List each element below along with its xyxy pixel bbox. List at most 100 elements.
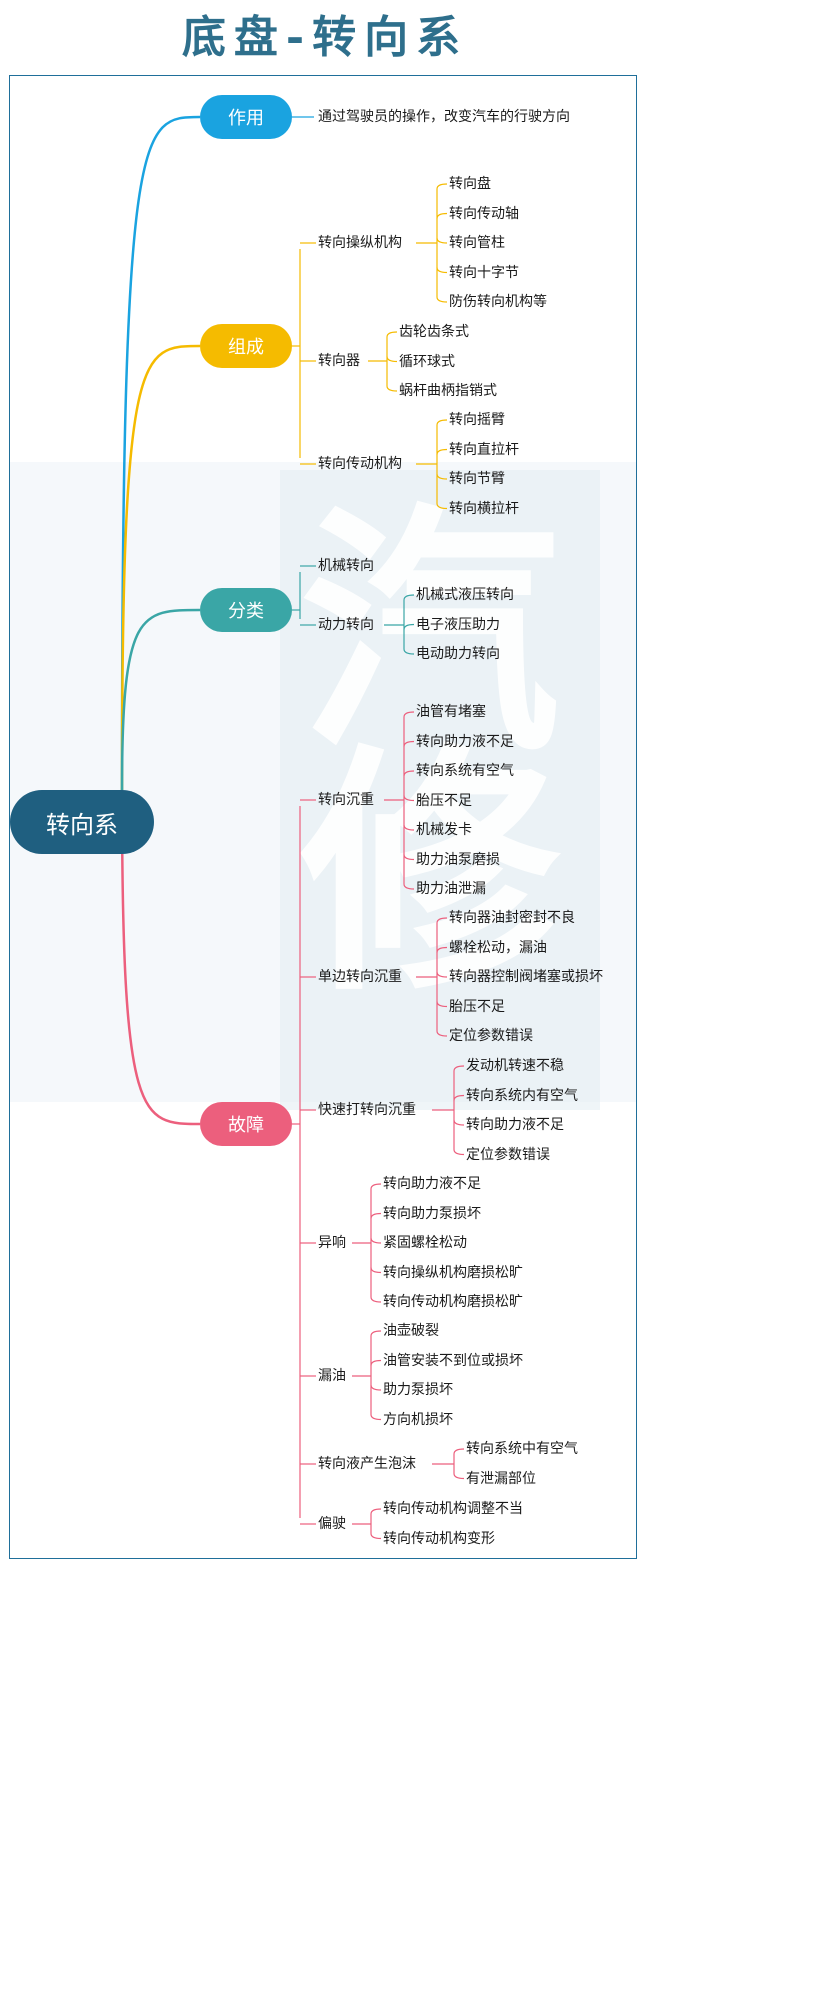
connector-line [403,770,415,777]
subtopic-node[interactable]: 循环球式 [399,353,455,370]
connector-line [403,795,415,802]
subtopic-node[interactable]: 胎压不足 [449,998,505,1015]
subtopic-node[interactable]: 发动机转速不稳 [466,1058,564,1074]
topic-node[interactable]: 漏油 [318,1368,346,1384]
subtopic-node[interactable]: 转向器控制阀堵塞或损坏 [449,969,603,985]
topic-node[interactable]: 动力转向 [318,617,374,633]
connector-line [453,1119,465,1126]
topic-node[interactable]: 机械转向 [318,558,374,574]
subtopic-node[interactable]: 助力油泄漏 [416,881,486,897]
branch-node[interactable]: 故障 [200,1102,292,1146]
subtopic-node[interactable]: 转向助力液不足 [466,1117,564,1133]
watermark-char: 汽 [300,484,560,786]
connector-line [436,473,448,480]
connector-line [436,212,448,219]
topic-node[interactable]: 通过驾驶员的操作，改变汽车的行驶方向 [318,109,570,125]
subtopic-node[interactable]: 转向横拉杆 [449,500,519,517]
subtopic-node[interactable]: 转向系统内有空气 [466,1087,578,1104]
topic-node[interactable]: 转向传动机构 [318,456,402,472]
subtopic-node[interactable]: 转向传动轴 [449,205,519,222]
subtopic-node[interactable]: 转向直拉杆 [449,441,519,458]
connector-line [436,1030,448,1037]
connector-line [453,1094,465,1101]
subtopic-node[interactable]: 齿轮齿条式 [399,324,469,340]
connector-line [403,594,415,601]
subtopic-node[interactable]: 转向助力液不足 [383,1176,481,1192]
subtopic-node[interactable]: 有泄漏部位 [466,1470,536,1487]
connector-line [370,1296,382,1303]
subtopic-node[interactable]: 助力泵损坏 [383,1382,453,1398]
connector-line [370,1212,382,1219]
subtopic-node[interactable]: 转向传动机构磨损松旷 [383,1294,523,1310]
connector-line [436,503,448,510]
subtopic-node[interactable]: 油管有堵塞 [416,704,486,720]
connector-line [120,789,201,1126]
subtopic-node[interactable]: 转向管柱 [449,235,505,251]
subtopic-node[interactable]: 转向节臂 [449,471,505,487]
subtopic-node[interactable]: 转向系统有空气 [416,763,514,779]
subtopic-node[interactable]: 油壶破裂 [383,1323,439,1339]
subtopic-node[interactable]: 转向传动机构变形 [383,1530,495,1547]
connector-line [436,267,448,274]
connector-line [403,740,415,747]
subtopic-node[interactable]: 螺栓松动，漏油 [449,939,547,956]
subtopic-node[interactable]: 机械式液压转向 [416,587,514,603]
connector-line [453,1473,465,1480]
subtopic-node[interactable]: 电动助力转向 [416,646,500,662]
subtopic-node[interactable]: 紧固螺栓松动 [383,1235,467,1251]
connector-line [370,1267,382,1274]
connector-line [370,1533,382,1540]
topic-node[interactable]: 单边转向沉重 [318,969,402,985]
connector-line [436,971,448,978]
subtopic-node[interactable]: 转向助力泵损坏 [383,1205,481,1222]
connector-line [370,1359,382,1366]
diagram-frame [9,75,637,1559]
subtopic-node[interactable]: 方向机损坏 [383,1411,453,1428]
subtopic-node[interactable]: 定位参数错误 [466,1146,550,1163]
subtopic-node[interactable]: 转向盘 [449,176,491,192]
subtopic-node[interactable]: 转向器油封密封不良 [449,910,575,926]
connector-line [370,1237,382,1244]
subtopic-node[interactable]: 机械发卡 [416,822,472,838]
subtopic-node[interactable]: 油管安装不到位或损坏 [383,1352,523,1369]
connector-line [436,946,448,953]
topic-node[interactable]: 快速打转向沉重 [318,1102,416,1118]
subtopic-node[interactable]: 转向摇臂 [449,412,505,428]
subtopic-node[interactable]: 定位参数错误 [449,1028,533,1044]
watermark-char: 修 [300,724,560,1026]
subtopic-node[interactable]: 转向助力液不足 [416,733,514,750]
connector-line [370,1508,382,1515]
connector-line [436,183,448,190]
subtopic-node[interactable]: 助力油泵磨损 [416,851,500,868]
connector-line [436,1001,448,1008]
subtopic-node[interactable]: 电子液压助力 [416,616,500,633]
topic-node[interactable]: 转向沉重 [318,792,374,808]
branch-node[interactable]: 组成 [200,324,292,368]
subtopic-node[interactable]: 防伤转向机构等 [449,294,547,310]
subtopic-node[interactable]: 转向传动机构调整不当 [383,1501,523,1517]
connector-line [120,344,201,791]
connector-line [370,1183,382,1190]
subtopic-node[interactable]: 转向十字节 [449,264,519,281]
branch-node[interactable]: 作用 [200,95,292,139]
topic-node[interactable]: 转向器 [318,353,360,369]
root-node[interactable]: 转向系 [10,790,154,854]
topic-node[interactable]: 转向液产生泡沫 [318,1456,416,1472]
connector-line [120,115,201,791]
subtopic-node[interactable]: 转向操纵机构磨损松旷 [383,1264,523,1281]
subtopic-node[interactable]: 胎压不足 [416,792,472,809]
connector-line [370,1384,382,1391]
subtopic-node[interactable]: 转向系统中有空气 [466,1441,578,1457]
watermark-panel [280,470,600,1110]
topic-node[interactable]: 偏驶 [318,1516,346,1532]
topic-node[interactable]: 异响 [318,1235,346,1251]
mindmap-connectors [120,115,465,1540]
branch-node[interactable]: 分类 [200,588,292,632]
connector-line [370,1414,382,1421]
connector-line [436,296,448,303]
connector-line [386,356,398,363]
topic-node[interactable]: 转向操纵机构 [318,235,402,251]
subtopic-node[interactable]: 蜗杆曲柄指销式 [399,383,497,399]
connector-line [436,419,448,426]
connector-line [403,854,415,861]
